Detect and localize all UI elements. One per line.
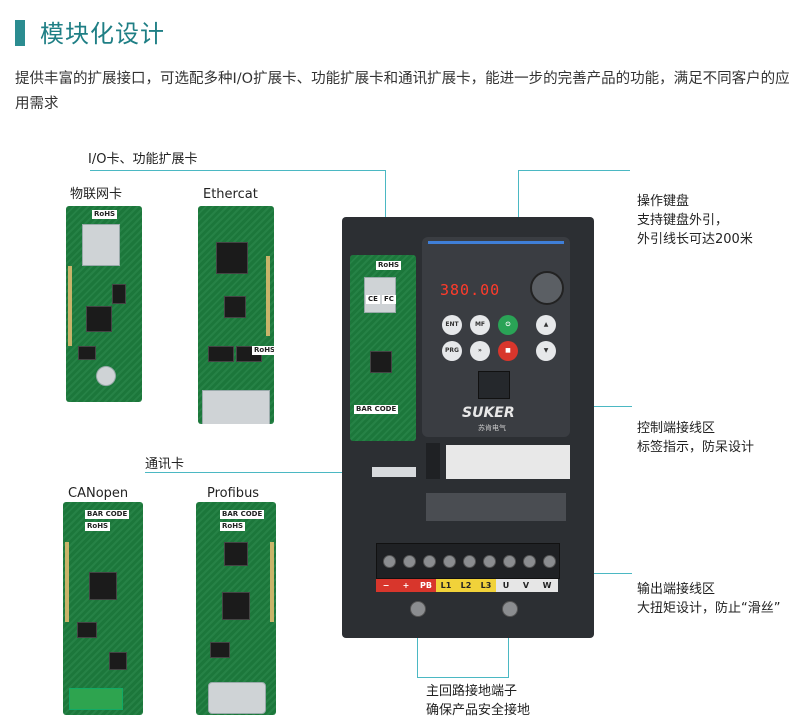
keypad-display: 380.00: [440, 281, 501, 299]
keypad-knob[interactable]: [530, 271, 564, 305]
label-ground-desc: 确保产品安全接地: [426, 703, 531, 718]
ethercat-card-board: RoHS: [198, 206, 274, 424]
canopen-card-board: BAR CODE RoHS: [63, 502, 143, 715]
label-keypad-line1: 支持键盘外引，: [637, 213, 729, 228]
iot-rohs-mark: RoHS: [92, 210, 118, 219]
label-control-desc: 标签指示，防呆设计: [637, 440, 755, 455]
profibus-card-board: BAR CODE RoHS: [196, 502, 276, 715]
brand-cn: 苏肯电气: [478, 424, 506, 432]
keypad-stop-button[interactable]: ■: [498, 341, 518, 361]
label-output-terminal: 输出端接线区 大扭矩设计，防止“滑丝”: [637, 580, 780, 618]
label-comm-card: 通讯卡: [145, 457, 185, 472]
keypad-ent-button[interactable]: ENT: [442, 315, 462, 335]
inserted-ce-mark: CE: [366, 295, 380, 304]
profibus-barcode-mark: BAR CODE: [220, 510, 265, 519]
label-io-card: I/O卡、功能扩展卡: [88, 152, 198, 167]
power-label-v: V: [516, 579, 536, 592]
leader-ground-v1: [417, 602, 418, 678]
keypad-shift-button[interactable]: »: [470, 341, 490, 361]
terminal-label-strip: [426, 493, 566, 521]
keypad-mf-button[interactable]: MF: [470, 315, 490, 335]
leader-keypad-h: [518, 170, 630, 171]
profibus-rohs-mark: RoHS: [220, 522, 246, 531]
leader-comm-h: [145, 472, 385, 473]
control-connector: [426, 443, 440, 479]
power-label-u: U: [496, 579, 516, 592]
label-control-terminal: 控制端接线区 标签指示，防呆设计: [637, 419, 754, 457]
power-label-plus: +: [396, 579, 416, 592]
ground-screw-left: [410, 601, 426, 617]
label-keypad-title: 操作键盘: [637, 194, 690, 209]
label-canopen: CANopen: [68, 486, 129, 501]
label-ground-terminal: 主回路接地端子 确保产品安全接地: [426, 682, 530, 720]
brand-logo: SUKER: [462, 405, 515, 421]
label-ethercat: Ethercat: [203, 187, 258, 202]
inserted-fc-mark: FC: [382, 295, 396, 304]
canopen-rohs-mark: RoHS: [85, 522, 111, 531]
label-keypad-line2: 外引线长可达200米: [637, 232, 753, 247]
inverter-housing: RoHS CE FC BAR CODE 380.00 ENT MF ⏻ ▲ PR…: [342, 217, 594, 638]
label-output-title: 输出端接线区: [637, 582, 716, 597]
title-accent-bar: [15, 20, 25, 46]
keypad-up-button[interactable]: ▲: [536, 315, 556, 335]
inserted-barcode-mark: BAR CODE: [354, 405, 399, 414]
leader-io-v: [385, 170, 386, 252]
power-terminal-block: [376, 543, 560, 579]
label-control-title: 控制端接线区: [637, 421, 716, 436]
leader-ground-h: [417, 677, 509, 678]
label-profibus: Profibus: [207, 486, 260, 501]
leader-output-h: [560, 573, 632, 574]
page-description: 提供丰富的扩展接口，可选配多种I/O扩展卡、功能扩展卡和通讯扩展卡，能进一步的完…: [15, 71, 790, 112]
inserted-io-card: RoHS CE FC BAR CODE: [350, 255, 416, 441]
canopen-barcode-mark: BAR CODE: [85, 510, 130, 519]
power-label-l2: L2: [456, 579, 476, 592]
page-title: 模块化设计: [40, 20, 165, 48]
leader-io-h: [90, 170, 386, 171]
keypad-run-button[interactable]: ⏻: [498, 315, 518, 335]
power-label-l1: L1: [436, 579, 456, 592]
power-label-pb: PB: [416, 579, 436, 592]
label-keypad: 操作键盘 支持键盘外引， 外引线长可达200米: [637, 192, 753, 249]
power-label-minus: −: [376, 579, 396, 592]
power-label-strip: − + PB L1 L2 L3 U V W: [376, 579, 558, 592]
keypad-panel: 380.00 ENT MF ⏻ ▲ PRG » ■ ▼ SUKER 苏肯电气: [422, 237, 570, 437]
power-label-l3: L3: [476, 579, 496, 592]
label-ground-title: 主回路接地端子: [426, 684, 518, 699]
inserted-rohs-mark: RoHS: [376, 261, 402, 270]
leader-keypad-v: [518, 170, 519, 238]
label-output-desc: 大扭矩设计，防止“滑丝”: [637, 601, 781, 616]
power-label-w: W: [536, 579, 558, 592]
keypad-port: [478, 371, 510, 399]
comm-card-slot: [372, 467, 416, 477]
ethercat-rohs-mark: RoHS: [252, 346, 274, 355]
keypad-down-button[interactable]: ▼: [536, 341, 556, 361]
control-terminal-block: [446, 445, 570, 479]
iot-card-board: RoHS: [66, 206, 142, 402]
leader-ground-v2: [508, 602, 509, 678]
keypad-prg-button[interactable]: PRG: [442, 341, 462, 361]
ground-screw-right: [502, 601, 518, 617]
label-iot-card: 物联网卡: [70, 187, 123, 202]
